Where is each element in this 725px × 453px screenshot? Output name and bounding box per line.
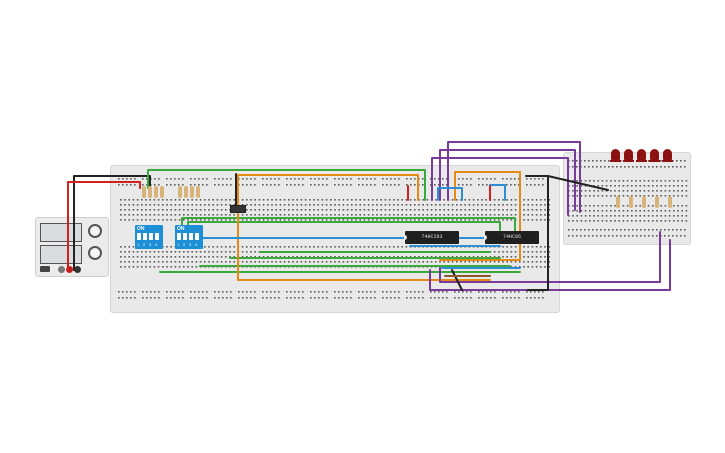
dip-number: 3 xyxy=(189,242,192,247)
voltage-knob-icon[interactable] xyxy=(88,224,102,238)
resistor[interactable] xyxy=(154,186,158,198)
dip-toggle[interactable] xyxy=(143,233,147,240)
resistor[interactable] xyxy=(642,196,646,208)
resistor[interactable] xyxy=(190,186,194,198)
led-icon[interactable] xyxy=(649,149,660,162)
resistor[interactable] xyxy=(629,196,633,208)
resistor[interactable] xyxy=(160,186,164,198)
dip-toggle[interactable] xyxy=(137,233,141,240)
resistor[interactable] xyxy=(178,186,182,198)
dip-number: 4 xyxy=(195,242,198,247)
dip-toggle[interactable] xyxy=(155,233,159,240)
chip-74hc283[interactable]: 74HC283 xyxy=(404,231,459,244)
dip-toggle[interactable] xyxy=(149,233,153,240)
dip-number: 2 xyxy=(143,242,146,247)
dip-toggle[interactable] xyxy=(177,233,181,240)
chip-label: 74HC86 xyxy=(502,234,521,240)
chip-74hc86[interactable]: 74HC86 xyxy=(484,231,539,244)
chip-notch xyxy=(484,235,487,240)
ground-terminal[interactable] xyxy=(58,266,65,273)
led-icon[interactable] xyxy=(636,149,647,162)
dip-on-label: ON xyxy=(177,226,185,232)
resistor[interactable] xyxy=(184,186,188,198)
dip-number: 3 xyxy=(149,242,152,247)
dip-switch-b[interactable]: ON 1 2 3 4 xyxy=(175,225,203,249)
resistor[interactable] xyxy=(616,196,620,208)
power-switch[interactable] xyxy=(40,266,50,272)
resistor[interactable] xyxy=(148,186,152,198)
dip-number: 1 xyxy=(137,242,140,247)
dip-toggle[interactable] xyxy=(183,233,187,240)
dip-toggle[interactable] xyxy=(189,233,193,240)
dip-number: 1 xyxy=(177,242,180,247)
led-icon[interactable] xyxy=(610,149,621,162)
chip-label: 74HC283 xyxy=(421,234,443,240)
resistor[interactable] xyxy=(142,186,146,198)
slide-switch[interactable] xyxy=(230,205,246,213)
dip-number: 2 xyxy=(183,242,186,247)
voltage-display xyxy=(40,223,82,242)
current-knob-icon[interactable] xyxy=(88,246,102,260)
negative-terminal[interactable] xyxy=(74,266,81,273)
power-supply[interactable] xyxy=(35,217,109,277)
led-icon[interactable] xyxy=(623,149,634,162)
dip-toggle[interactable] xyxy=(195,233,199,240)
dip-on-label: ON xyxy=(137,226,145,232)
positive-terminal[interactable] xyxy=(66,266,73,273)
led-icon[interactable] xyxy=(662,149,673,162)
resistor[interactable] xyxy=(668,196,672,208)
current-display xyxy=(40,245,82,264)
resistor[interactable] xyxy=(196,186,200,198)
resistor[interactable] xyxy=(655,196,659,208)
chip-notch xyxy=(404,235,407,240)
dip-number: 4 xyxy=(155,242,158,247)
dip-switch-a[interactable]: ON 1 2 3 4 xyxy=(135,225,163,249)
